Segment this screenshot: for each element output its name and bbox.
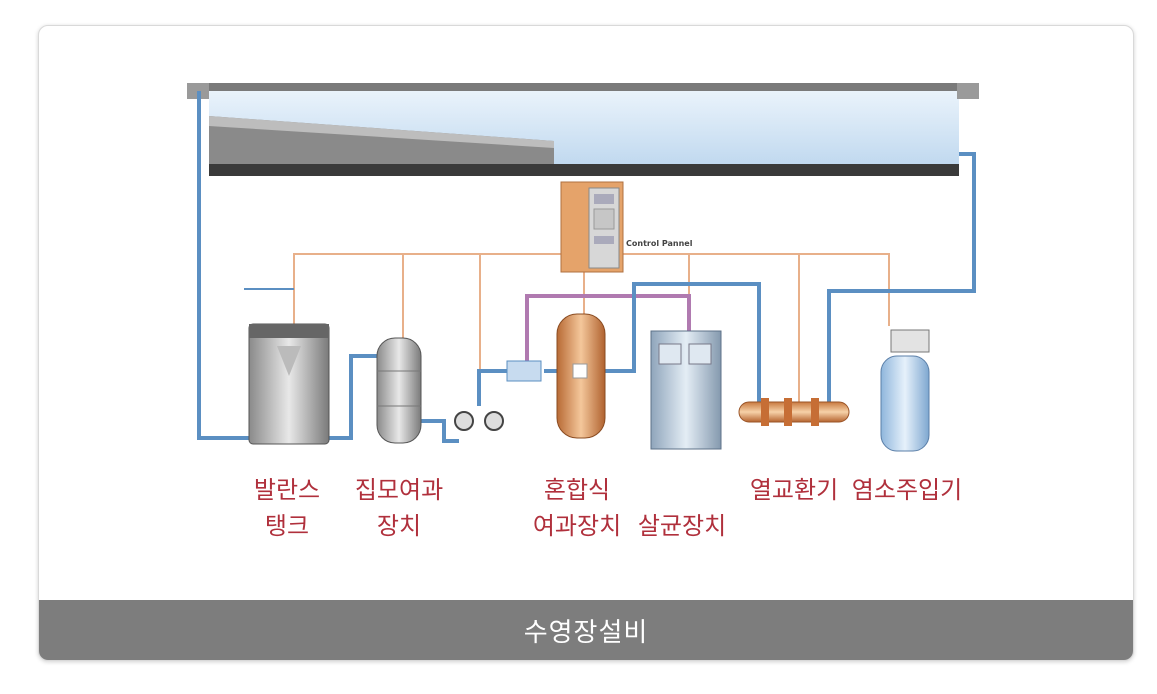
label-balance-tank-1: 발란스: [254, 476, 320, 504]
control-panel: Control Pannel: [560, 181, 693, 273]
pool-equipment-diagram: Control Pannel: [187, 83, 979, 540]
label-mixed-filter-1: 혼합식: [544, 476, 610, 504]
control-panel-label: Control Pannel: [626, 239, 693, 248]
label-filter-1: 집모여과: [355, 476, 443, 504]
label-sterilizer: 살균장치: [638, 512, 726, 540]
component-labels: 발란스 탱크 집모여과 장치 혼합식 여과장치 살균장치 열교환기 염소주입기: [254, 476, 962, 540]
chlorinator-unit: [880, 329, 930, 452]
pool: [187, 83, 979, 176]
caption-text: 수영장설비: [523, 617, 649, 648]
label-balance-tank-2: 탱크: [265, 512, 309, 540]
mixed-filter-vessel: [556, 313, 606, 439]
filter-vessel: [376, 337, 422, 444]
chemical-line: [525, 294, 691, 371]
heat-exchanger-unit: [738, 398, 850, 426]
pumps: [454, 360, 542, 431]
water-pipes: [197, 91, 976, 443]
label-mixed-filter-2: 여과장치: [533, 512, 621, 540]
label-chlorinator: 염소주입기: [852, 476, 962, 504]
sterilizer-unit: [650, 330, 722, 450]
label-heat-exchanger: 열교환기: [750, 476, 838, 504]
caption-bar: 수영장설비: [39, 600, 1133, 660]
label-filter-2: 장치: [377, 512, 421, 540]
balance-tank: [244, 288, 330, 445]
diagram-card: Control Pannel: [38, 25, 1134, 661]
